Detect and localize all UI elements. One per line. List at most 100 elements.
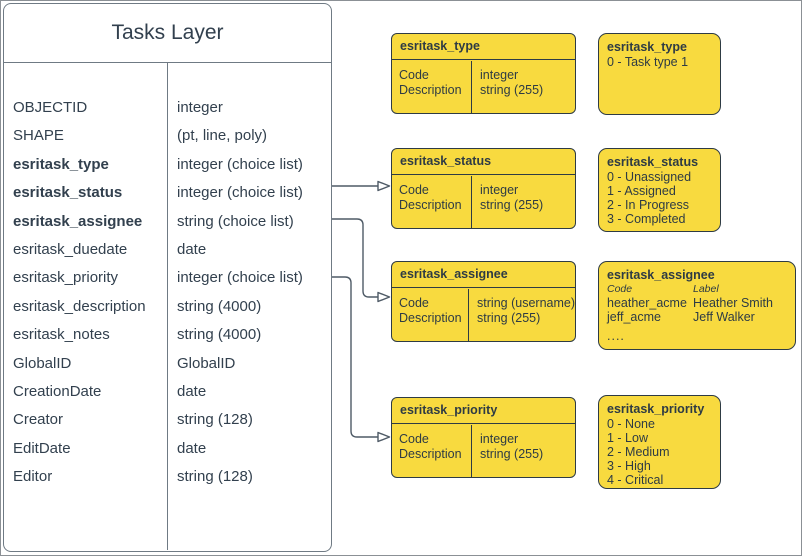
assignee-code: heather_acme bbox=[607, 296, 687, 310]
field-type: string (username) bbox=[477, 295, 575, 310]
table-row: esritask_priority integer (choice list) bbox=[4, 264, 331, 292]
field-name: OBJECTID bbox=[13, 99, 88, 116]
table-row: OBJECTID integer bbox=[4, 94, 331, 122]
field-type: string (255) bbox=[480, 82, 544, 97]
field-name: Editor bbox=[13, 468, 53, 486]
field-type: (pt, line, poly) bbox=[177, 127, 268, 145]
field-table-title: esritask_status bbox=[392, 149, 575, 175]
field-name: EditDate bbox=[13, 439, 71, 457]
domain-value: 1 - Low bbox=[607, 431, 648, 445]
field-name: GlobalID bbox=[13, 354, 72, 372]
domain-value-pair: jeff_acme Jeff Walker bbox=[607, 310, 787, 324]
domain-list-esritask-assignee[interactable]: esritask_assignee Code Label heather_acm… bbox=[598, 261, 796, 350]
connector-esritask-assignee bbox=[332, 218, 391, 303]
field-type: integer bbox=[480, 431, 519, 446]
table-row: esritask_duedate date bbox=[4, 236, 331, 264]
field-type: integer bbox=[177, 99, 223, 116]
field-type: integer bbox=[480, 182, 519, 197]
field-type: string (255) bbox=[480, 197, 544, 212]
field-table-esritask-assignee[interactable]: esritask_assignee Code Description strin… bbox=[391, 261, 576, 342]
table-row: esritask_type integer (choice list) bbox=[4, 151, 331, 179]
domain-value: 2 - Medium bbox=[607, 445, 670, 459]
assignee-label: Jeff Walker bbox=[693, 310, 755, 324]
domain-value-pair: heather_acme Heather Smith bbox=[607, 296, 787, 310]
domain-value: 3 - Completed bbox=[607, 212, 686, 226]
arrowhead bbox=[377, 431, 391, 443]
field-table-title: esritask_assignee bbox=[392, 262, 575, 288]
field-type: integer (choice list) bbox=[177, 184, 303, 202]
field-table-title: esritask_priority bbox=[392, 398, 575, 424]
arrowhead bbox=[377, 291, 391, 303]
domain-list-title: esritask_status bbox=[607, 155, 699, 169]
domain-value: 2 - In Progress bbox=[607, 198, 689, 212]
table-row: SHAPE(pt, line, poly) bbox=[4, 122, 331, 150]
field-table-esritask-type[interactable]: esritask_type Code Description integer s… bbox=[391, 33, 576, 114]
field-name: esritask_description bbox=[13, 297, 146, 315]
field-name: esritask_status bbox=[13, 184, 123, 202]
tasks-layer-table[interactable]: Tasks Layer OBJECTID integer SHAPE(pt, li… bbox=[3, 3, 332, 552]
connector-esritask-priority bbox=[332, 276, 391, 443]
domain-list-title: esritask_priority bbox=[607, 402, 705, 416]
field-type: GlobalID bbox=[177, 354, 236, 372]
tasks-layer-fields: OBJECTID integer SHAPE(pt, line, poly) es… bbox=[4, 63, 331, 551]
field-type: date bbox=[177, 240, 207, 258]
field-label: Description bbox=[399, 82, 462, 97]
domain-list-esritask-status[interactable]: esritask_status 0 - Unassigned 1 - Assig… bbox=[598, 148, 721, 232]
field-type: date bbox=[177, 439, 207, 457]
more-values-ellipsis: .... bbox=[607, 329, 625, 343]
domain-value: 0 - Task type 1 bbox=[607, 55, 689, 69]
assignee-label: Heather Smith bbox=[693, 296, 773, 310]
field-name: esritask_duedate bbox=[13, 240, 128, 258]
table-row: GlobalID GlobalID bbox=[4, 350, 331, 378]
field-label: Description bbox=[399, 310, 462, 325]
domain-list-esritask-type[interactable]: esritask_type 0 - Task type 1 bbox=[598, 33, 721, 115]
field-name: esritask_notes bbox=[13, 326, 110, 344]
domain-column-headers: Code Label bbox=[607, 283, 787, 296]
field-label: Code bbox=[399, 182, 429, 197]
field-name: Creator bbox=[13, 411, 64, 429]
domain-value: 0 - Unassigned bbox=[607, 170, 692, 184]
field-name: esritask_type bbox=[13, 155, 109, 173]
field-type: string (choice list) bbox=[177, 212, 294, 230]
field-label: Description bbox=[399, 197, 462, 212]
field-type: string (255) bbox=[480, 446, 544, 461]
field-label: Code bbox=[399, 295, 429, 310]
tasks-layer-title: Tasks Layer bbox=[4, 4, 331, 63]
field-type: integer bbox=[480, 67, 519, 82]
table-row: esritask_description string (4000) bbox=[4, 293, 331, 321]
table-row: Creator string (128) bbox=[4, 406, 331, 434]
table-row: esritask_status integer (choice list) bbox=[4, 179, 331, 207]
field-type: string (4000) bbox=[177, 297, 262, 315]
table-row: EditDate date bbox=[4, 435, 331, 463]
field-table-title: esritask_type bbox=[392, 34, 575, 60]
field-name: esritask_priority bbox=[13, 269, 119, 287]
field-type: date bbox=[177, 382, 207, 400]
domain-value: 3 - High bbox=[607, 459, 651, 473]
field-table-esritask-priority[interactable]: esritask_priority Code Description integ… bbox=[391, 397, 576, 478]
table-row: CreationDate date bbox=[4, 378, 331, 406]
field-type: integer (choice list) bbox=[177, 155, 303, 173]
field-type: integer (choice list) bbox=[177, 269, 303, 287]
domain-list-title: esritask_type bbox=[607, 40, 687, 54]
field-name: CreationDate bbox=[13, 382, 102, 400]
domain-list-title: esritask_assignee bbox=[607, 268, 715, 282]
field-table-esritask-status[interactable]: esritask_status Code Description integer… bbox=[391, 148, 576, 229]
field-type: string (4000) bbox=[177, 326, 262, 344]
field-type: string (255) bbox=[477, 310, 541, 325]
column-header-label: Label bbox=[693, 283, 719, 295]
domain-value: 0 - None bbox=[607, 417, 655, 431]
field-type: string (128) bbox=[177, 411, 253, 429]
field-label: Code bbox=[399, 431, 429, 446]
domain-list-esritask-priority[interactable]: esritask_priority 0 - None 1 - Low 2 - M… bbox=[598, 395, 721, 489]
column-divider bbox=[167, 63, 168, 550]
connector-esritask-status bbox=[332, 180, 391, 192]
arrowhead bbox=[377, 180, 391, 192]
domain-value: 1 - Assigned bbox=[607, 184, 676, 198]
domain-value: 4 - Critical bbox=[607, 473, 664, 487]
assignee-code: jeff_acme bbox=[607, 310, 661, 324]
table-row: esritask_notes string (4000) bbox=[4, 321, 331, 349]
field-label: Description bbox=[399, 446, 462, 461]
